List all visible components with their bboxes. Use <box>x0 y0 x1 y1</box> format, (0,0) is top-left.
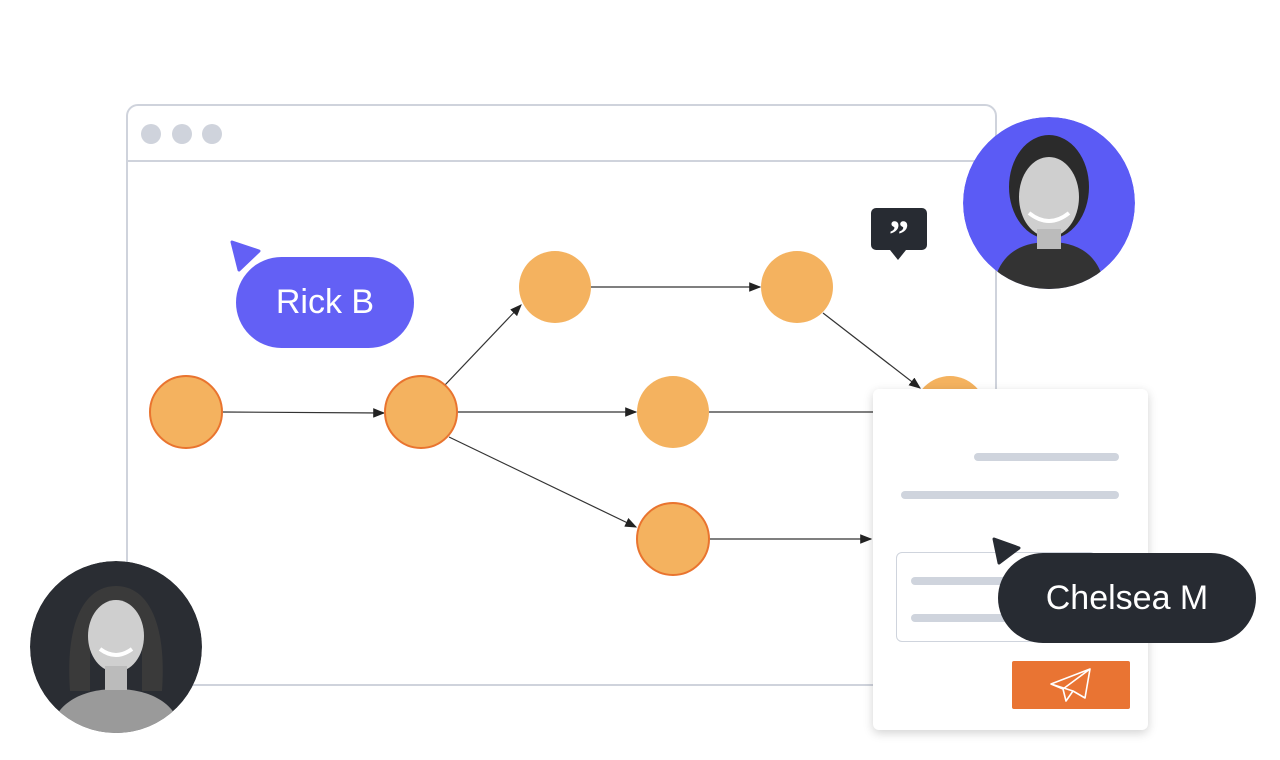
text-placeholder <box>911 614 1061 622</box>
text-placeholder <box>901 491 1119 499</box>
quote-icon[interactable]: ” <box>871 208 927 260</box>
window-titlebar <box>128 106 995 162</box>
edge <box>221 408 386 418</box>
cursor-label-rick: Rick B <box>236 257 414 348</box>
window-dot <box>172 124 192 144</box>
window-dot <box>202 124 222 144</box>
avatar-man <box>963 117 1135 289</box>
cursor-arrow-icon <box>992 537 1021 565</box>
window-dot <box>141 124 161 144</box>
svg-text:”: ” <box>889 212 909 257</box>
flow-node[interactable] <box>149 375 223 449</box>
flow-node[interactable] <box>519 251 591 323</box>
cursor-label-chelsea: Chelsea M <box>998 553 1256 643</box>
flow-node[interactable] <box>384 375 458 449</box>
send-button[interactable] <box>1012 661 1130 709</box>
flow-node[interactable] <box>761 251 833 323</box>
paper-plane-icon <box>1050 668 1091 702</box>
flow-node[interactable] <box>636 502 710 576</box>
text-placeholder <box>911 577 1061 585</box>
flow-node[interactable] <box>637 376 709 448</box>
cursor-arrow-icon <box>230 240 261 272</box>
edge <box>448 436 638 528</box>
edge <box>444 304 522 386</box>
avatar-woman <box>30 561 202 733</box>
text-placeholder <box>974 453 1119 461</box>
edge <box>822 312 921 389</box>
